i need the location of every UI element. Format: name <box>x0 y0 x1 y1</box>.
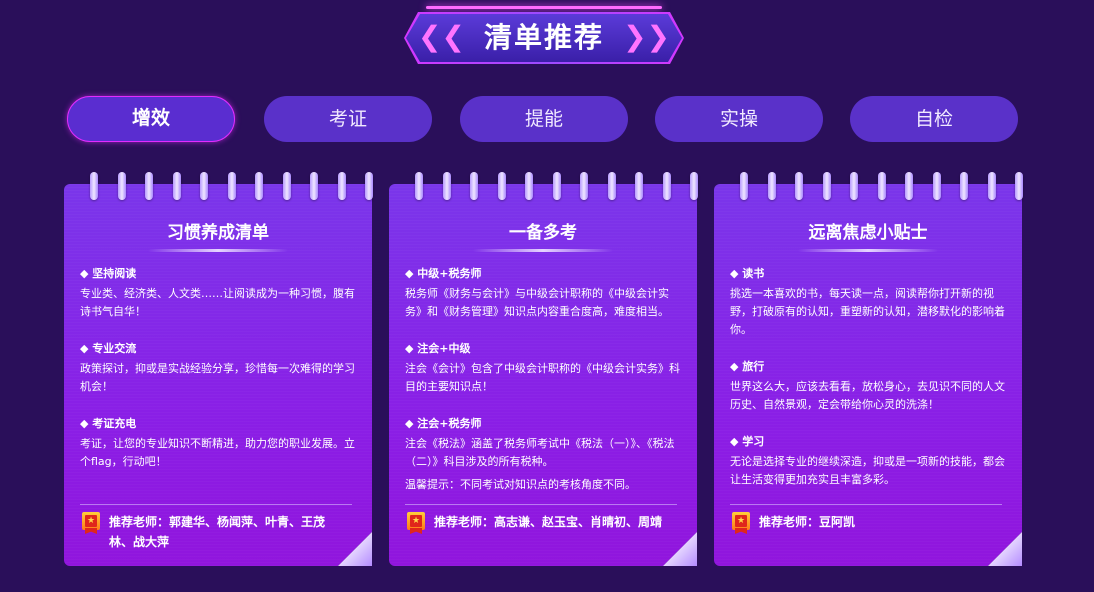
section-heading: ◆ 注会+税务师 <box>405 417 482 430</box>
card-multi-exam: 一备多考 ◆ 中级+税务师 税务师《财务与会计》与中级会计职称的《中级会计实务》… <box>389 172 698 566</box>
binder-ring-icon <box>415 172 423 200</box>
binder-ring-icon <box>90 172 98 200</box>
tab-kaozheng[interactable]: 考证 <box>264 96 432 142</box>
binder-ring-icon <box>635 172 643 200</box>
ribbon-badge-icon: ★ <box>407 512 425 534</box>
binder-ring-icon <box>442 172 451 200</box>
section-text: 注会《税法》涵盖了税务师考试中《税法（一）》、《税法（二）》科目涉及的所有税种。 <box>405 437 675 468</box>
list-item: ◆ 注会+税务师 注会《税法》涵盖了税务师考试中《税法（一）》、《税法（二）》科… <box>405 416 683 471</box>
list-item: ◆ 专业交流 政策探讨，抑或是实战经验分享，珍惜每一次难得的学习机会！ <box>80 341 358 396</box>
hint-text: 温馨提示：不同考试对知识点的考核角度不同。 <box>405 478 636 491</box>
binder-rings <box>415 172 698 202</box>
section-heading: ◆ 学习 <box>730 435 765 448</box>
binder-ring-icon <box>525 172 533 200</box>
page-title: 清单推荐 <box>483 21 604 54</box>
tab-tineng[interactable]: 提能 <box>460 96 628 142</box>
card-habit-list: 习惯养成清单 ◆ 坚持阅读 专业类、经济类、人文类……让阅读成为一种习惯，腹有诗… <box>64 172 373 566</box>
chevron-right-icon: ❯❯ <box>623 20 670 53</box>
title-underline <box>798 249 938 252</box>
binder-ring-icon <box>145 172 153 200</box>
section-text: 世界这么大，应该去看看，放松身心，去见识不同的人文历史、自然景观，定会带给你心灵… <box>730 380 1005 411</box>
binder-ring-icon <box>255 172 263 200</box>
binder-ring-icon <box>877 172 886 200</box>
section-banner: ❮❮ 清单推荐 ❯❯ <box>406 6 682 62</box>
list-item: ◆ 中级+税务师 税务师《财务与会计》与中级会计职称的《中级会计实务》和《财务管… <box>405 266 683 321</box>
tab-zengxiao[interactable]: 增效 <box>67 96 235 142</box>
ribbon-badge-icon: ★ <box>82 512 100 534</box>
binder-ring-icon <box>960 172 968 200</box>
tab-shicao[interactable]: 实操 <box>655 96 823 142</box>
binder-ring-icon <box>607 172 616 200</box>
teacher-names: 推荐老师：豆阿凯 <box>759 515 856 529</box>
card-anti-anxiety-tips: 远离焦虑小贴士 ◆ 读书 挑选一本喜欢的书，每天读一点，阅读帮你打开新的视野，打… <box>714 172 1023 566</box>
divider <box>80 504 352 505</box>
page-curl-icon <box>338 532 372 566</box>
section-text: 政策探讨，抑或是实战经验分享，珍惜每一次难得的学习机会！ <box>80 362 355 393</box>
section-heading: ◆ 坚持阅读 <box>80 267 137 280</box>
section-text: 挑选一本喜欢的书，每天读一点，阅读帮你打开新的视野，打破原有的认知，重塑新的认知… <box>730 287 1005 336</box>
binder-ring-icon <box>580 172 588 200</box>
binder-ring-icon <box>172 172 181 200</box>
list-item: ◆ 读书 挑选一本喜欢的书，每天读一点，阅读帮你打开新的视野，打破原有的认知，重… <box>730 266 1008 339</box>
title-underline <box>148 249 288 252</box>
divider <box>730 504 1002 505</box>
page-curl-icon <box>988 532 1022 566</box>
binder-ring-icon <box>767 172 776 200</box>
binder-ring-icon <box>200 172 208 200</box>
section-text: 专业类、经济类、人文类……让阅读成为一种习惯，腹有诗书气自华！ <box>80 287 355 318</box>
card-title: 习惯养成清单 <box>167 223 269 243</box>
list-item: ◆ 旅行 世界这么大，应该去看看，放松身心，去见识不同的人文历史、自然景观，定会… <box>730 359 1008 414</box>
section-text: 注会《会计》包含了中级会计职称的《中级会计实务》科目的主要知识点！ <box>405 362 680 393</box>
binder-ring-icon <box>932 172 941 200</box>
recommended-teachers: ★ 推荐老师：高志谦、赵玉宝、肖晴初、周靖 <box>407 512 673 534</box>
binder-ring-icon <box>497 172 506 200</box>
divider <box>405 504 677 505</box>
binder-ring-icon <box>987 172 996 200</box>
tab-zijian[interactable]: 自检 <box>850 96 1018 142</box>
list-item: ◆ 学习 无论是选择专业的继续深造，抑或是一项新的技能，都会让生活变得更加充实且… <box>730 434 1008 489</box>
section-heading: ◆ 注会+中级 <box>405 342 471 355</box>
title-underline <box>473 249 613 252</box>
section-heading: ◆ 专业交流 <box>80 342 137 355</box>
binder-ring-icon <box>690 172 698 200</box>
section-heading: ◆ 读书 <box>730 267 765 280</box>
list-item: ◆ 注会+中级 注会《会计》包含了中级会计职称的《中级会计实务》科目的主要知识点… <box>405 341 683 396</box>
card-title: 一备多考 <box>509 223 577 243</box>
teacher-names: 推荐老师：高志谦、赵玉宝、肖晴初、周靖 <box>434 515 663 529</box>
section-heading: ◆ 中级+税务师 <box>405 267 482 280</box>
binder-ring-icon <box>850 172 858 200</box>
binder-ring-icon <box>905 172 913 200</box>
banner-top-line <box>426 6 662 9</box>
list-item: ◆ 考证充电 考证，让您的专业知识不断精进，助力您的职业发展。立个flag，行动… <box>80 416 358 471</box>
binder-ring-icon <box>227 172 236 200</box>
binder-ring-icon <box>282 172 291 200</box>
binder-ring-icon <box>365 172 373 200</box>
binder-ring-icon <box>117 172 126 200</box>
teacher-names: 推荐老师：郭建华、杨闻萍、叶青、王茂林、战大萍 <box>109 515 326 549</box>
section-heading: ◆ 考证充电 <box>80 417 137 430</box>
binder-ring-icon <box>552 172 561 200</box>
binder-ring-icon <box>795 172 803 200</box>
list-item: ◆ 坚持阅读 专业类、经济类、人文类……让阅读成为一种习惯，腹有诗书气自华！ <box>80 266 358 321</box>
recommended-teachers: ★ 推荐老师：郭建华、杨闻萍、叶青、王茂林、战大萍 <box>82 512 348 552</box>
binder-ring-icon <box>740 172 748 200</box>
binder-rings <box>740 172 1023 202</box>
section-text: 税务师《财务与会计》与中级会计职称的《中级会计实务》和《财务管理》知识点内容重合… <box>405 287 669 318</box>
card-title: 远离焦虑小贴士 <box>808 223 928 243</box>
ribbon-badge-icon: ★ <box>732 512 750 534</box>
section-text: 无论是选择专业的继续深造，抑或是一项新的技能，都会让生活变得更加充实且丰富多彩。 <box>730 455 1005 486</box>
binder-ring-icon <box>337 172 346 200</box>
section-text: 考证，让您的专业知识不断精进，助力您的职业发展。立个flag，行动吧！ <box>80 437 355 468</box>
page-curl-icon <box>663 532 697 566</box>
binder-ring-icon <box>310 172 318 200</box>
section-heading: ◆ 旅行 <box>730 360 765 373</box>
banner-plate <box>406 14 682 62</box>
chevron-left-icon: ❮❮ <box>418 20 465 53</box>
recommended-teachers: ★ 推荐老师：豆阿凯 <box>732 512 998 534</box>
binder-ring-icon <box>470 172 478 200</box>
binder-rings <box>90 172 373 202</box>
binder-ring-icon <box>822 172 831 200</box>
binder-ring-icon <box>662 172 671 200</box>
binder-ring-icon <box>1015 172 1023 200</box>
